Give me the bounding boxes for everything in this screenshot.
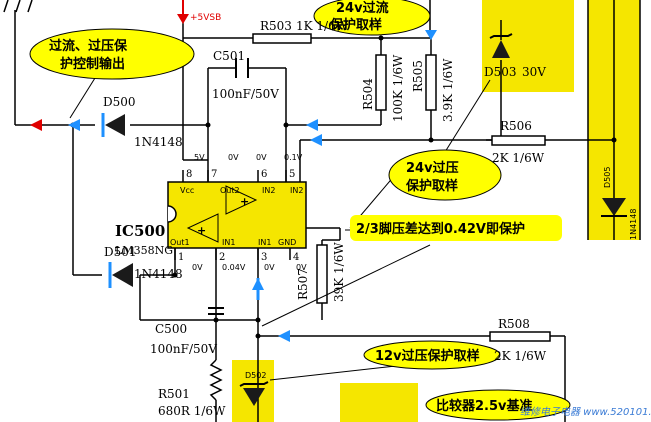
v24-mid-line2: 保护取样: [405, 178, 458, 194]
d500-ref: D500: [103, 95, 136, 109]
pin-3-number: 3: [261, 252, 267, 263]
d505-symbol: [601, 198, 627, 217]
r506-ref: R506: [500, 119, 532, 133]
pin-6-number: 6: [261, 169, 267, 180]
over-current-line2: 护控制输出: [60, 56, 125, 72]
r504-ref: R504: [361, 78, 375, 110]
r508-body: [489, 331, 551, 342]
ic-part: LM358NG: [115, 244, 173, 257]
r501-ref: R501: [158, 387, 190, 401]
c500-ref: C500: [155, 322, 187, 336]
pin-in1pos-label: IN1: [258, 238, 271, 247]
pin-1-number: 1: [178, 252, 184, 263]
r503-body: [252, 33, 312, 44]
r503-ref: R503: [260, 19, 292, 33]
pin-4-number: 4: [293, 252, 299, 263]
bottom-highlight-band: [340, 383, 418, 422]
r508-value: 2K 1/6W: [494, 349, 547, 363]
ic-name: IC500: [115, 222, 165, 240]
comparator-callout: [425, 389, 571, 421]
d501-value: 1N4148: [134, 267, 183, 281]
pin-gnd-label: GND: [278, 238, 296, 247]
d501-ref: D501: [104, 245, 137, 259]
pin-in2pos-label: IN2: [290, 186, 303, 195]
red-arrow-left: [30, 119, 42, 131]
pin-4-voltage: 0V: [296, 263, 307, 272]
pin-2-number: 2: [219, 252, 225, 263]
r507-body: [316, 244, 328, 304]
r508-ref: R508: [498, 317, 530, 331]
r501-body: [209, 359, 223, 401]
v12-callout: [363, 340, 501, 370]
c500-symbol: [208, 307, 224, 315]
v24-top-line1: 24v过流: [336, 0, 389, 16]
c500-value: 100nF/50V: [150, 342, 217, 356]
pin-2-voltage: 0.04V: [222, 263, 246, 272]
r507-value: 39K 1/6W: [332, 242, 346, 302]
blue-arrow-pin5: [310, 134, 322, 146]
red-arrow-supply: [177, 14, 189, 24]
d502-symbol: [239, 381, 269, 406]
d503-value: 30V: [522, 65, 546, 79]
d500-symbol: [101, 113, 125, 137]
top-left-marks: [3, 0, 33, 13]
pin-5-number: 5: [289, 169, 295, 180]
pin-in1neg-label: IN1: [222, 238, 235, 247]
pin-in2neg-label: IN2: [262, 186, 275, 195]
pin-6-voltage: 0V: [256, 153, 267, 162]
pin-vcc-label: Vcc: [180, 186, 194, 195]
r504-value: 100K 1/6W: [391, 54, 405, 122]
supply-label: +5VSB: [190, 13, 221, 23]
v12-note: 12v过压保护取样: [375, 348, 480, 364]
v24-mid-line1: 24v过压: [406, 160, 459, 176]
r505-value: 3.9K 1/6W: [441, 58, 455, 122]
pin-3-voltage: 0V: [264, 263, 275, 272]
c501-ref: C501: [213, 49, 245, 63]
d503-symbol: [489, 20, 513, 58]
v24-top-callout: [313, 0, 431, 36]
v24-top-line2: 保护取样: [329, 17, 382, 33]
ic500-body: + +: [167, 170, 307, 260]
threshold-note: 2/3脚压差达到0.42V即保护: [356, 221, 525, 237]
pin-1-voltage: 0V: [192, 263, 203, 272]
svg-text:+: +: [240, 195, 249, 208]
d502-ref: D502: [245, 371, 266, 380]
blue-arrow-out1: [68, 119, 80, 131]
r506-value: 2K 1/6W: [492, 151, 545, 165]
r503-value: 1K 1/6W: [296, 19, 349, 33]
r505-ref: R505: [411, 60, 425, 92]
comparator-note: 比较器2.5v基准: [436, 398, 533, 414]
r507-ref: R507: [296, 268, 310, 300]
d503-highlight-band: [482, 0, 574, 92]
pin-8-voltage: 5V: [194, 153, 205, 162]
blue-arrow-r508: [278, 330, 290, 342]
over-current-callout: [29, 28, 195, 80]
d505-ref: D505: [603, 167, 612, 188]
r501-value: 680R 1/6W: [158, 404, 226, 418]
c501-value: 100nF/50V: [212, 87, 279, 101]
signal-arrows: [30, 0, 437, 342]
watermark: 维修电子电器 www.520101.com: [520, 406, 651, 418]
threshold-callout-bg: [350, 215, 562, 241]
over-current-line1: 过流、过压保: [49, 38, 128, 54]
d500-value: 1N4148: [134, 135, 183, 149]
blue-arrow-pin6: [306, 119, 318, 131]
svg-text:+: +: [197, 224, 206, 237]
blue-arrow-r505: [425, 30, 437, 40]
d501-symbol: [108, 262, 133, 288]
pin-out2-label: Out2: [220, 186, 240, 195]
pin-7-voltage: 0V: [228, 153, 239, 162]
pin-out1-label: Out1: [170, 238, 190, 247]
c501-symbol: [235, 58, 249, 78]
r505-body: [425, 54, 437, 111]
pin-8-number: 8: [186, 169, 192, 180]
v24-mid-callout: [388, 149, 502, 201]
pin-7-number: 7: [211, 169, 217, 180]
r504-body: [375, 54, 387, 111]
r506-body: [491, 135, 546, 146]
d503-ref: D503: [484, 65, 517, 79]
d505-value: 1N4148: [629, 209, 638, 240]
pin-5-voltage: 0.1V: [284, 153, 303, 162]
